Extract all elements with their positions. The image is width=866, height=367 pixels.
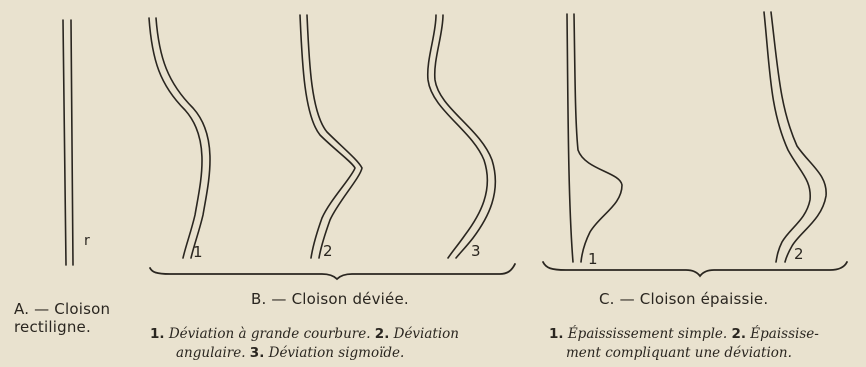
septum-thickening-with-deviation xyxy=(764,12,826,262)
caption-c-title: C. — Cloison épaissie. xyxy=(599,290,768,308)
legend-b-t2: Déviation xyxy=(389,326,459,342)
septum-deviation-angular xyxy=(300,15,362,258)
label-b-3: 3 xyxy=(471,242,481,260)
legend-b-line2: angulaire. 3. Déviation sigmoïde. xyxy=(176,345,404,361)
caption-a-line2: rectiligne. xyxy=(14,318,91,336)
label-b-1: 1 xyxy=(193,243,203,261)
legend-b-n2: 2. xyxy=(375,326,390,342)
septum-deviation-large-curve xyxy=(149,18,210,258)
label-c-1: 1 xyxy=(588,250,598,268)
legend-b-t1: Déviation à grande courbure. xyxy=(165,326,375,342)
septum-thickening-simple xyxy=(567,14,622,262)
legend-c-line2: ment compliquant une déviation. xyxy=(566,345,792,361)
legend-c-n1: 1. xyxy=(549,326,564,342)
legend-b-n3: 3. xyxy=(250,345,265,361)
caption-b-title: B. — Cloison déviée. xyxy=(251,290,409,308)
septum-straight xyxy=(63,20,73,265)
legend-b-line2-t1: angulaire. xyxy=(176,345,250,361)
label-b-2: 2 xyxy=(323,242,333,260)
legend-c-line1: 1. Épaississement simple. 2. Épaissise- xyxy=(549,326,819,342)
legend-b-line1: 1. Déviation à grande courbure. 2. Dévia… xyxy=(150,326,459,342)
legend-c-t2: Épaissise- xyxy=(746,326,819,342)
legend-b-line2-t2: Déviation sigmoïde. xyxy=(264,345,404,361)
brace-b xyxy=(150,264,515,279)
caption-a-line1: A. — Cloison xyxy=(14,300,110,318)
legend-b-n1: 1. xyxy=(150,326,165,342)
legend-c-t1: Épaississement simple. xyxy=(564,326,732,342)
legend-c-n2: 2. xyxy=(731,326,746,342)
septum-deviation-sigmoid xyxy=(428,15,496,258)
label-a-r: r xyxy=(84,233,90,249)
label-c-2: 2 xyxy=(794,245,804,263)
